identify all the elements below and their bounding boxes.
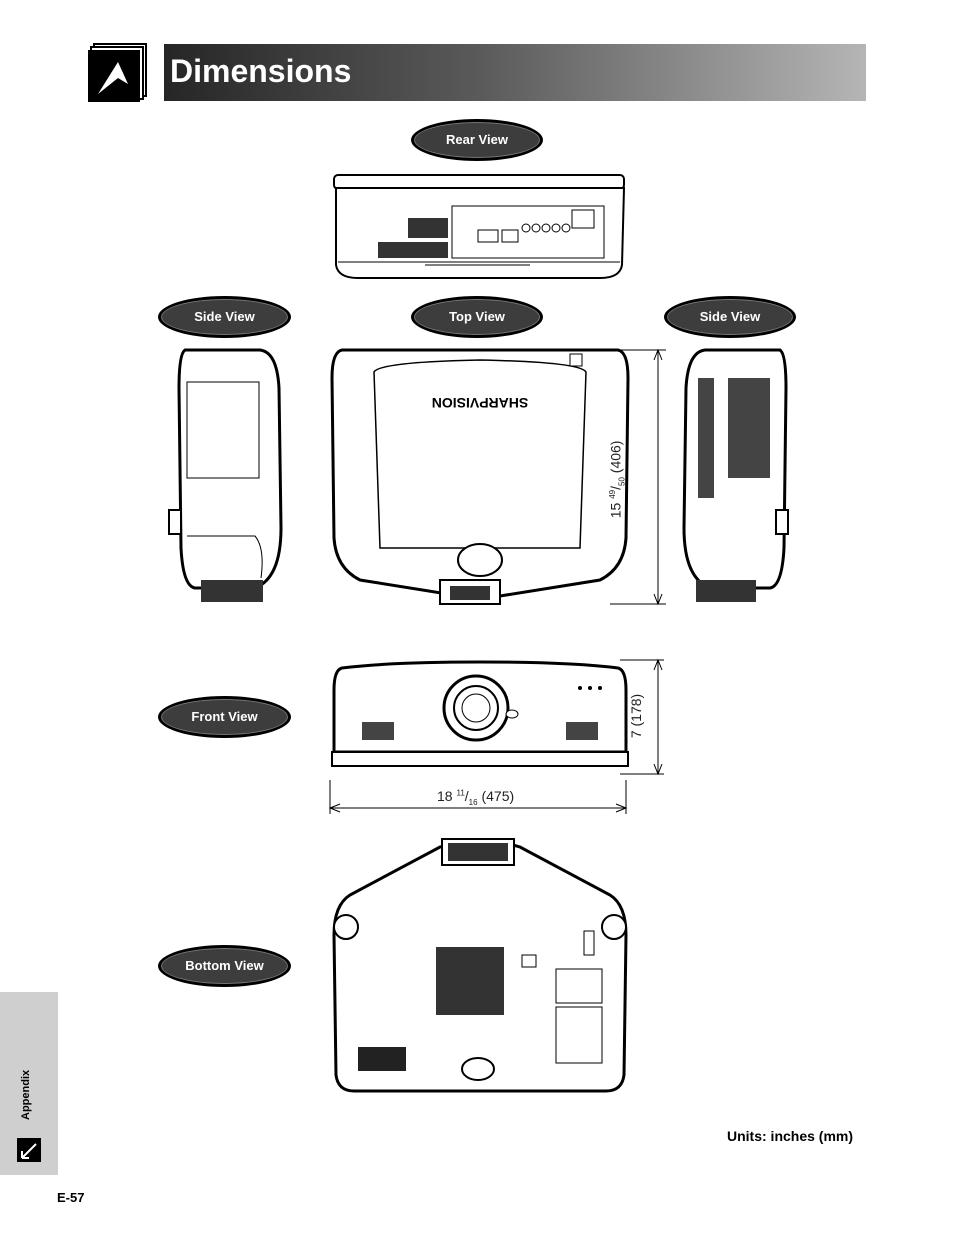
- width-dimension-label: 18 11/16 (475): [437, 788, 515, 807]
- front-view-label: Front View: [158, 696, 291, 738]
- rear-view-label: Rear View: [411, 119, 543, 161]
- depth-dimension-line: [610, 348, 666, 606]
- bottom-view-drawing: [332, 838, 628, 1093]
- side-view-left-drawing: [168, 348, 283, 602]
- side-view-left-label: Side View: [158, 296, 291, 338]
- logo-text: SHARPVISION: [432, 395, 528, 411]
- page-title: Dimensions: [170, 53, 352, 89]
- side-view-right-label: Side View: [664, 296, 796, 338]
- units-note: Units: inches (mm): [727, 1128, 854, 1144]
- title-bar: [164, 44, 866, 101]
- depth-dimension-label: 15 49/50 (406): [607, 440, 627, 519]
- width-dimension-line: [328, 780, 628, 814]
- page-number: E-57: [57, 1190, 85, 1205]
- chapter-icon: [88, 43, 147, 102]
- height-dimension-label: 7 (178): [628, 693, 645, 739]
- appendix-label: Appendix: [20, 1069, 32, 1120]
- bottom-view-label: Bottom View: [158, 945, 291, 987]
- top-view-label: Top View: [411, 296, 543, 338]
- appendix-icon: [17, 1138, 41, 1162]
- height-dimension-line: [620, 658, 664, 776]
- rear-view-drawing: [333, 174, 626, 279]
- front-view-drawing: [331, 660, 629, 767]
- side-view-right-drawing: [682, 348, 789, 602]
- top-view-drawing: SHARPVISION: [330, 348, 630, 605]
